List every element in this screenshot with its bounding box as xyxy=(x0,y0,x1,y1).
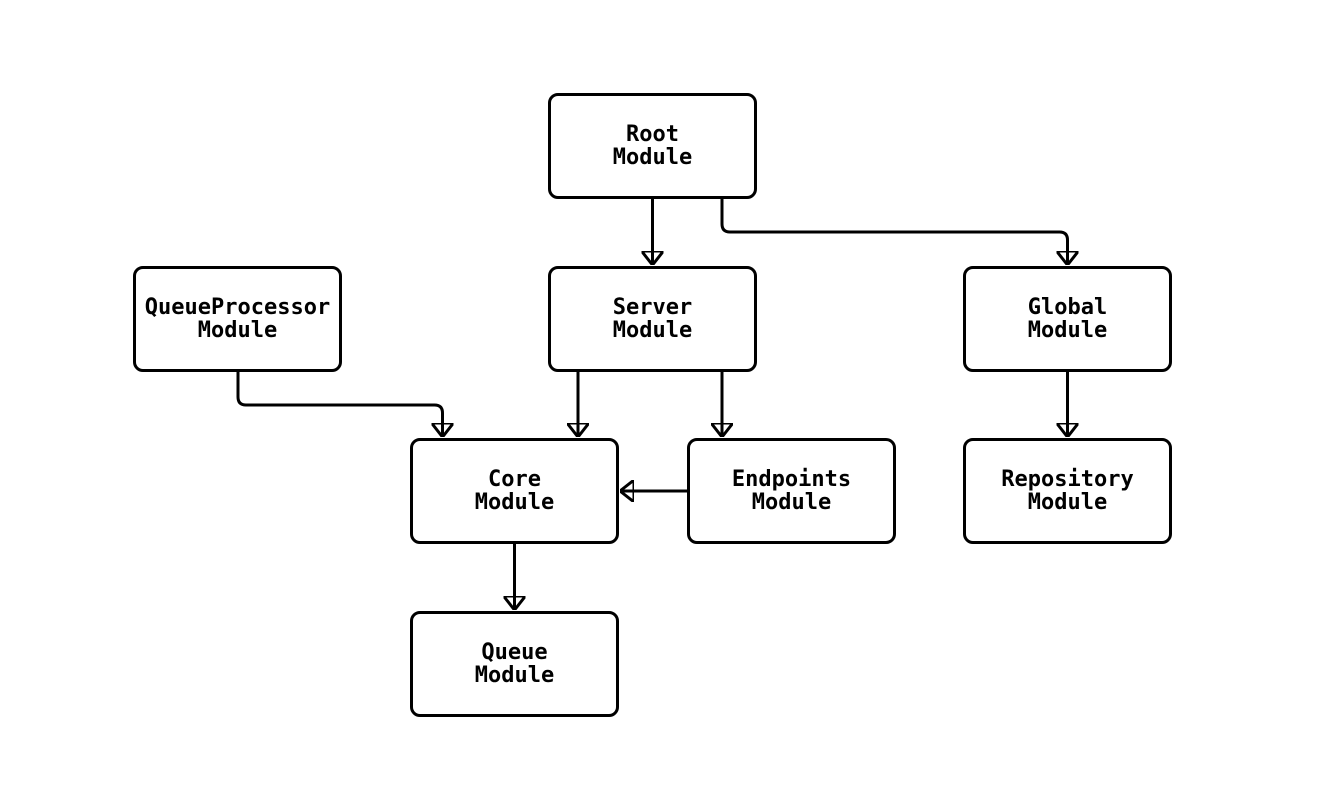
node-label-line: Module xyxy=(1027,490,1108,515)
node-repository-module: Repository Module xyxy=(963,438,1172,544)
node-queueprocessor-module: QueueProcessor Module xyxy=(133,266,342,372)
node-label-line: Module xyxy=(751,490,832,515)
node-root-module: Root Module xyxy=(548,93,757,199)
node-label-line: Global xyxy=(1027,295,1108,320)
edge-queueprocessor-to-core xyxy=(236,372,443,436)
node-label-line: Module xyxy=(1027,318,1108,343)
node-label-line: Server xyxy=(612,295,693,320)
node-label-line: Module xyxy=(474,490,555,515)
node-endpoints-module: Endpoints Module xyxy=(687,438,896,544)
node-queue-module: Queue Module xyxy=(410,611,619,717)
node-label-line: Module xyxy=(612,145,693,170)
edge-root-to-global xyxy=(720,199,1068,264)
node-label-line: Queue xyxy=(481,640,548,665)
node-label-line: Module xyxy=(612,318,693,343)
node-label-line: Module xyxy=(197,318,278,343)
node-server-module: Server Module xyxy=(548,266,757,372)
node-label-line: Root xyxy=(626,122,679,147)
node-global-module: Global Module xyxy=(963,266,1172,372)
node-label-line: QueueProcessor xyxy=(144,295,331,320)
node-label-line: Core xyxy=(488,467,541,492)
node-core-module: Core Module xyxy=(410,438,619,544)
node-label-line: Endpoints xyxy=(731,467,852,492)
node-label-line: Repository xyxy=(1001,467,1134,492)
node-label-line: Module xyxy=(474,663,555,688)
